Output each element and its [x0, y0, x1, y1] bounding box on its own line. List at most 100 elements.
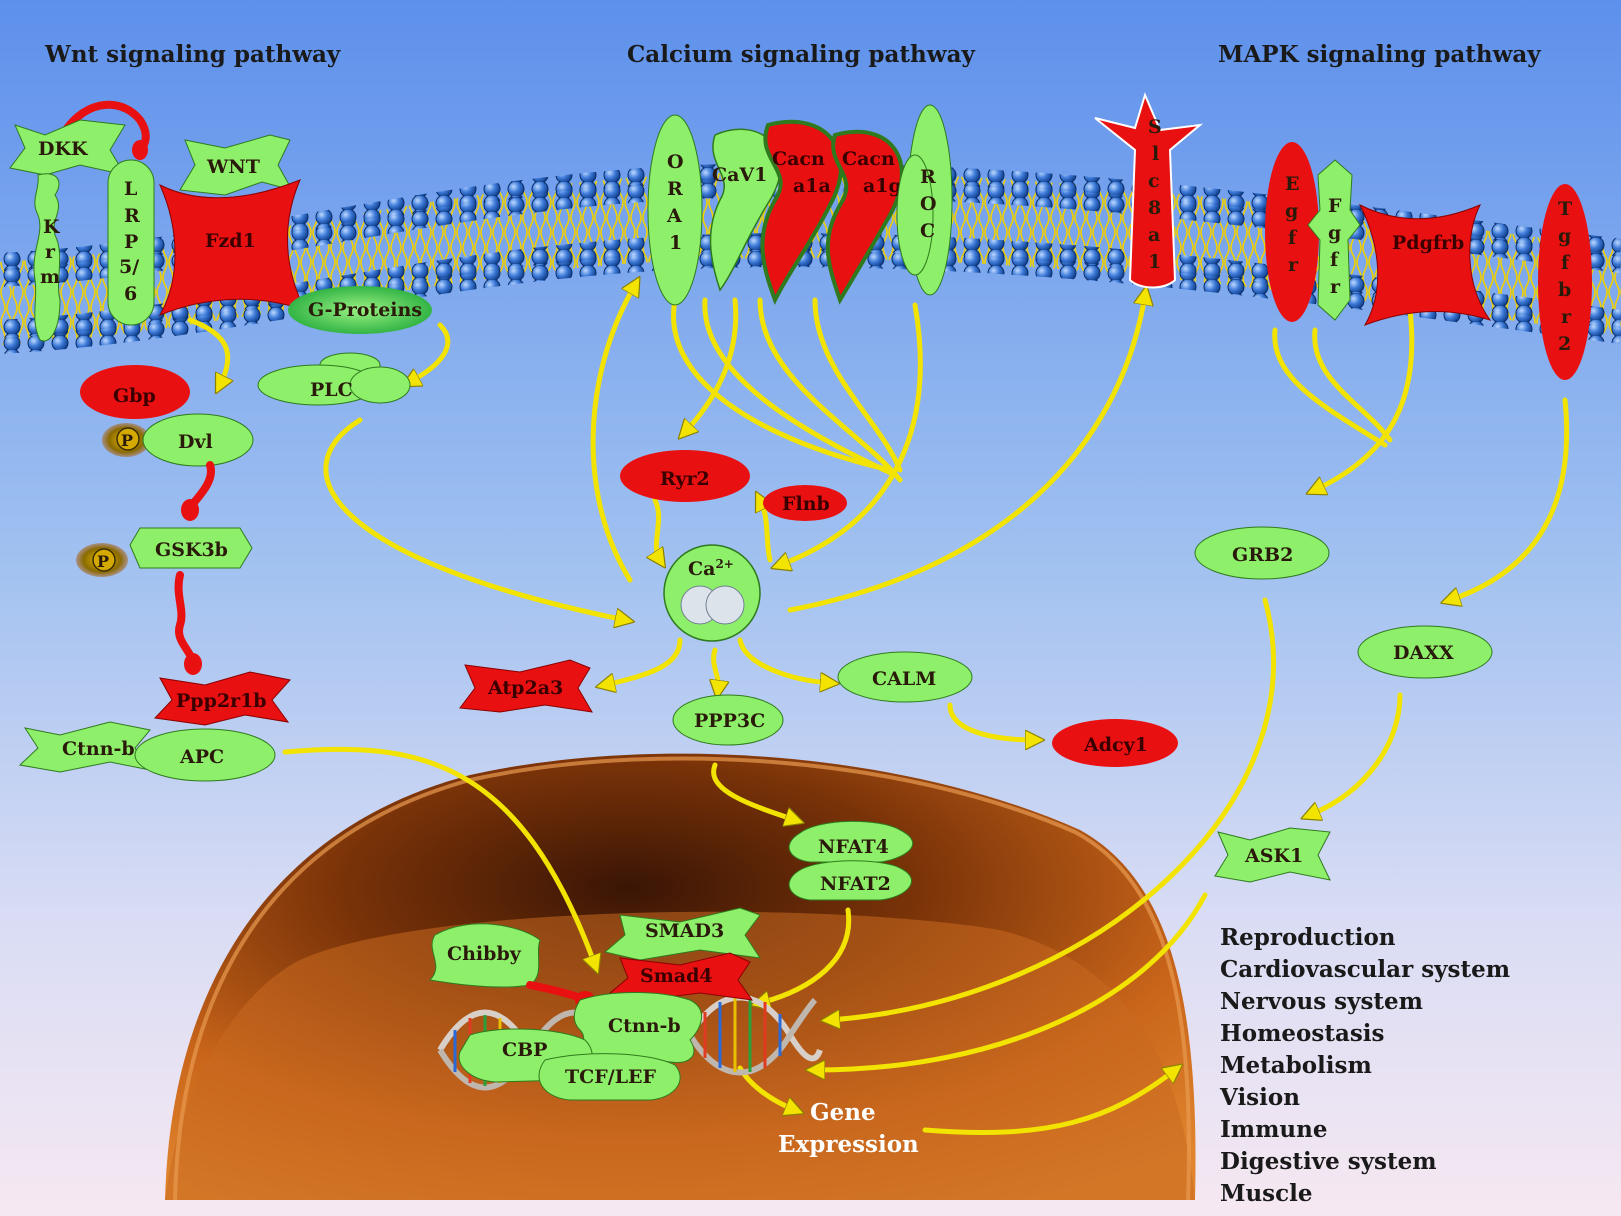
fgfr-char-1: F [1328, 195, 1342, 217]
flnb-shape [763, 485, 847, 521]
fgfr-shape [1307, 159, 1361, 321]
calm-shape [837, 651, 973, 703]
roc-char-2: O [920, 193, 937, 215]
pdgfrb-label: Pdgfrb [1392, 232, 1464, 254]
daxx-label: DAXX [1393, 642, 1454, 664]
arrow-cav1-ryr2 [685, 297, 739, 432]
arrow-ryr2-ca [655, 497, 660, 560]
outcome-vision: Vision [1219, 1084, 1300, 1111]
tgfbr2-char-2: g [1558, 225, 1571, 247]
slc8a1-char-3: c [1148, 170, 1160, 192]
arrow-fzd1-dvl [187, 317, 228, 385]
krm-char-2: r [45, 241, 56, 263]
arrow-nfat-dna [760, 907, 852, 1003]
arrow-cacna1g-curve [812, 297, 903, 473]
cacna1a-label-1: Cacn [772, 148, 825, 170]
gproteins-label: G-Proteins [308, 299, 422, 321]
gproteins-shape [288, 286, 432, 334]
ctnnb-nucleus-shape [573, 992, 702, 1064]
arrow-plc-ca [323, 417, 625, 620]
slc8a1-shape [1094, 92, 1204, 289]
arrow-gprot-plc [410, 322, 451, 382]
nfat2-label: NFAT2 [820, 873, 891, 895]
roc-label: R O C [920, 166, 937, 242]
arrow-gene-outcomes [922, 1070, 1175, 1135]
tcflef-shape [538, 1053, 681, 1101]
tgfbr2-shape [1538, 184, 1592, 380]
gene-label-1: Gene [810, 1099, 876, 1126]
gsk-ppp-tether [174, 571, 196, 664]
roc-shape-2 [896, 154, 934, 276]
calcium-ion-bubble-2 [705, 585, 745, 625]
adcy1-shape [1052, 719, 1178, 767]
arrow-ca-calm [737, 637, 830, 683]
krm-label: K r m [40, 216, 61, 288]
egfr-char-4: r [1288, 254, 1299, 276]
lrp-char-3: P [124, 231, 138, 253]
outcome-reproduction: Reproduction [1220, 924, 1396, 951]
mapk-pathway-title: MAPK signaling pathway [1218, 41, 1541, 68]
calcium-ion-label: Ca2+ [688, 557, 734, 580]
lrp-char-5: 6 [124, 283, 137, 305]
ctnnb-nucleus-label: Ctnn-b [608, 1015, 681, 1037]
apc-label: APC [179, 746, 224, 768]
grb2-label: GRB2 [1232, 544, 1293, 566]
calcium-ion-charge: 2+ [715, 557, 733, 571]
arrow-ca-slc8a1 [787, 295, 1145, 613]
lrp-label: L R P 5/ 6 [119, 178, 140, 305]
arrow-pdgfrb-grb2 [1315, 307, 1415, 490]
lrp-char-1: L [124, 178, 137, 200]
nfat4-shape [788, 820, 914, 863]
ask1-label: ASK1 [1244, 845, 1303, 867]
egfr-shape [1265, 142, 1319, 322]
phospho-2-label: P [97, 552, 109, 571]
smad4-label: Smad4 [640, 965, 713, 987]
nfat2-shape [788, 860, 912, 901]
outcome-list: Reproduction Cardiovascular system Nervo… [1219, 924, 1510, 1207]
wnt-pathway-title: Wnt signaling pathway [44, 41, 341, 68]
arrow-egfr-curve [1272, 327, 1388, 448]
gsk3b-shape [129, 527, 253, 569]
cacna1g-label-2: a1g [863, 175, 902, 197]
gsk-ppp-tether-end [184, 653, 202, 675]
ppp2r1b-shape [153, 671, 291, 726]
slc8a1-char-6: 1 [1148, 251, 1161, 273]
adcy1-label: Adcy1 [1083, 734, 1148, 756]
gsk3b-label: GSK3b [155, 539, 228, 561]
arrow-ca-atp2a3 [605, 637, 683, 685]
arrow-cav1-curve [702, 297, 898, 478]
smad3-label: SMAD3 [645, 920, 724, 942]
apc-shape [134, 728, 276, 782]
smad4-shape [608, 952, 754, 1001]
ppp3c-label: PPP3C [694, 710, 765, 732]
atp2a3-shape [459, 659, 593, 713]
arrow-fgfr-curve [1312, 327, 1393, 443]
cav1-label: CaV1 [712, 164, 767, 186]
calcium-ion-symbol: Ca [688, 558, 715, 580]
phospho-1-label: P [121, 431, 133, 450]
arrow-tgfbr2-daxx [1450, 397, 1570, 600]
tgfbr2-char-6: 2 [1558, 333, 1571, 355]
tgfbr2-char-4: b [1558, 279, 1571, 301]
lrp-char-4: 5/ [119, 256, 139, 278]
arrows [187, 285, 1570, 1135]
outcome-muscle: Muscle [1220, 1180, 1313, 1207]
plc-right-shape [349, 366, 411, 404]
fgfr-char-2: g [1328, 222, 1341, 244]
nfat4-label: NFAT4 [818, 836, 889, 858]
tcflef-label: TCF/LEF [565, 1066, 657, 1088]
ask1-shape [1214, 827, 1331, 883]
fgfr-char-3: f [1330, 249, 1340, 271]
slc8a1-label: S l c 8 a 1 [1148, 116, 1162, 273]
ora1-char-1: O [667, 151, 684, 173]
egfr-label: E g f r [1285, 173, 1299, 276]
arrow-cacna1a-curve [757, 297, 903, 483]
arrow-ora1-curve [671, 297, 893, 473]
phospho-1-shape [116, 427, 140, 451]
arrow-ca-ppp3c [714, 647, 719, 690]
tgfbr2-char-1: T [1558, 198, 1572, 220]
dvl-gsk-tether-end [181, 499, 199, 521]
outcome-immune: Immune [1220, 1116, 1328, 1143]
outcome-digestive: Digestive system [1220, 1148, 1437, 1175]
